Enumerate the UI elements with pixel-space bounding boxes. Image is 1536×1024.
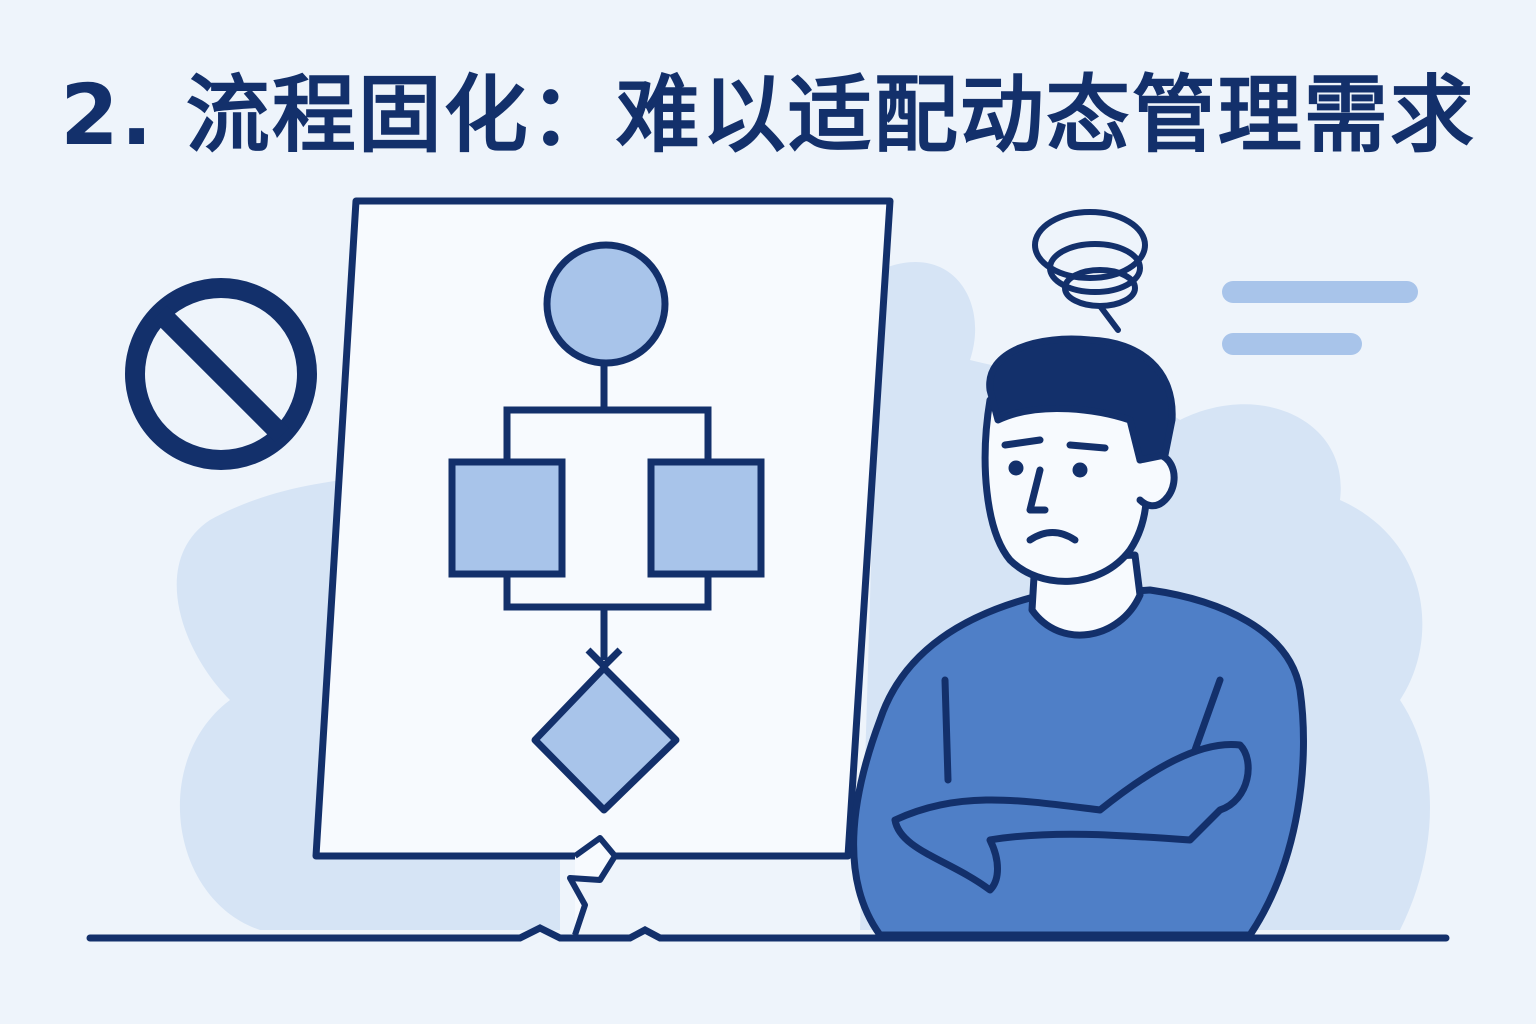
flowchart-decision-diamond — [531, 664, 680, 814]
crossed-arms — [891, 740, 1252, 894]
page-title: 2. 流程固化：难以适配动态管理需求 — [60, 66, 1476, 164]
frustrated-person — [850, 335, 1307, 939]
mouth — [1026, 529, 1079, 544]
hair — [986, 335, 1176, 464]
decorative-line — [1222, 333, 1362, 355]
flowchart-start-circle — [543, 241, 669, 367]
flowchart-box-right — [647, 458, 765, 578]
face — [981, 396, 1150, 585]
dizzy-scribble-icon — [1032, 209, 1148, 333]
flowchart-box-left — [448, 458, 566, 578]
ground-line — [86, 924, 1450, 942]
board-crack — [567, 835, 618, 936]
nose — [1026, 466, 1049, 514]
decorative-line — [1222, 281, 1418, 303]
flowchart-board — [312, 197, 894, 936]
prohibited-icon — [125, 278, 317, 470]
eyebrow — [1001, 436, 1109, 452]
